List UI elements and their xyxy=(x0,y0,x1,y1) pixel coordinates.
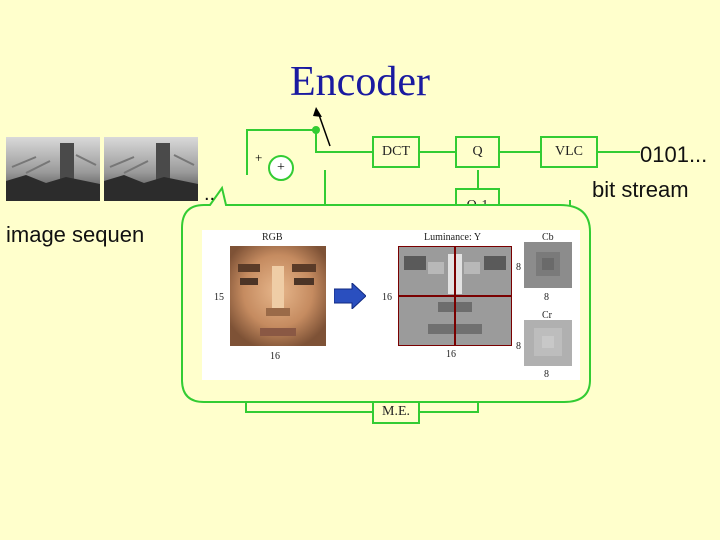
luminance-side-size: 16 xyxy=(382,292,392,303)
cr-bottom-size: 8 xyxy=(544,369,549,380)
cb-bottom-size: 8 xyxy=(544,292,549,303)
luminance-title: Luminance: Y xyxy=(424,232,482,243)
switch-node xyxy=(312,126,320,134)
rgb-side-size: 15 xyxy=(214,292,224,303)
vlc-label: VLC xyxy=(555,144,583,159)
frame-2-image xyxy=(104,137,198,201)
luminance-bottom-size: 16 xyxy=(446,349,456,360)
cb-chroma-image xyxy=(524,242,572,288)
motion-estimation-block: M.E. xyxy=(372,400,420,424)
face-rgb-image xyxy=(230,246,326,346)
cr-title: Cr xyxy=(542,310,552,321)
quantizer-block: Q xyxy=(455,136,500,168)
dct-block: DCT xyxy=(372,136,420,168)
image-sequence-label: image sequen xyxy=(6,222,145,247)
cb-title: Cb xyxy=(542,232,554,243)
quantizer-label: Q xyxy=(472,144,483,159)
plus-sign-left: + xyxy=(255,150,263,165)
dct-label: DCT xyxy=(382,144,410,159)
image-sequence-thumbnails xyxy=(6,137,198,201)
cr-chroma-image xyxy=(524,320,572,366)
rgb-bottom-size: 16 xyxy=(270,351,280,362)
cr-side-size: 8 xyxy=(516,341,521,352)
vlc-block: VLC xyxy=(540,136,598,168)
bit-stream-label: bit stream xyxy=(592,177,689,202)
plus-sign-right: + xyxy=(277,160,285,175)
frame-1-image xyxy=(6,137,100,201)
luminance-image xyxy=(398,246,512,346)
bitstream-bits: 0101... xyxy=(640,142,708,167)
page-title: Encoder xyxy=(290,59,430,105)
sequence-ellipsis: .. xyxy=(204,183,216,205)
summing-junction: + xyxy=(268,155,294,181)
convert-arrow-icon xyxy=(334,283,366,309)
motion-estimation-label: M.E. xyxy=(382,404,410,419)
rgb-title: RGB xyxy=(262,232,283,243)
cb-side-size: 8 xyxy=(516,262,521,273)
